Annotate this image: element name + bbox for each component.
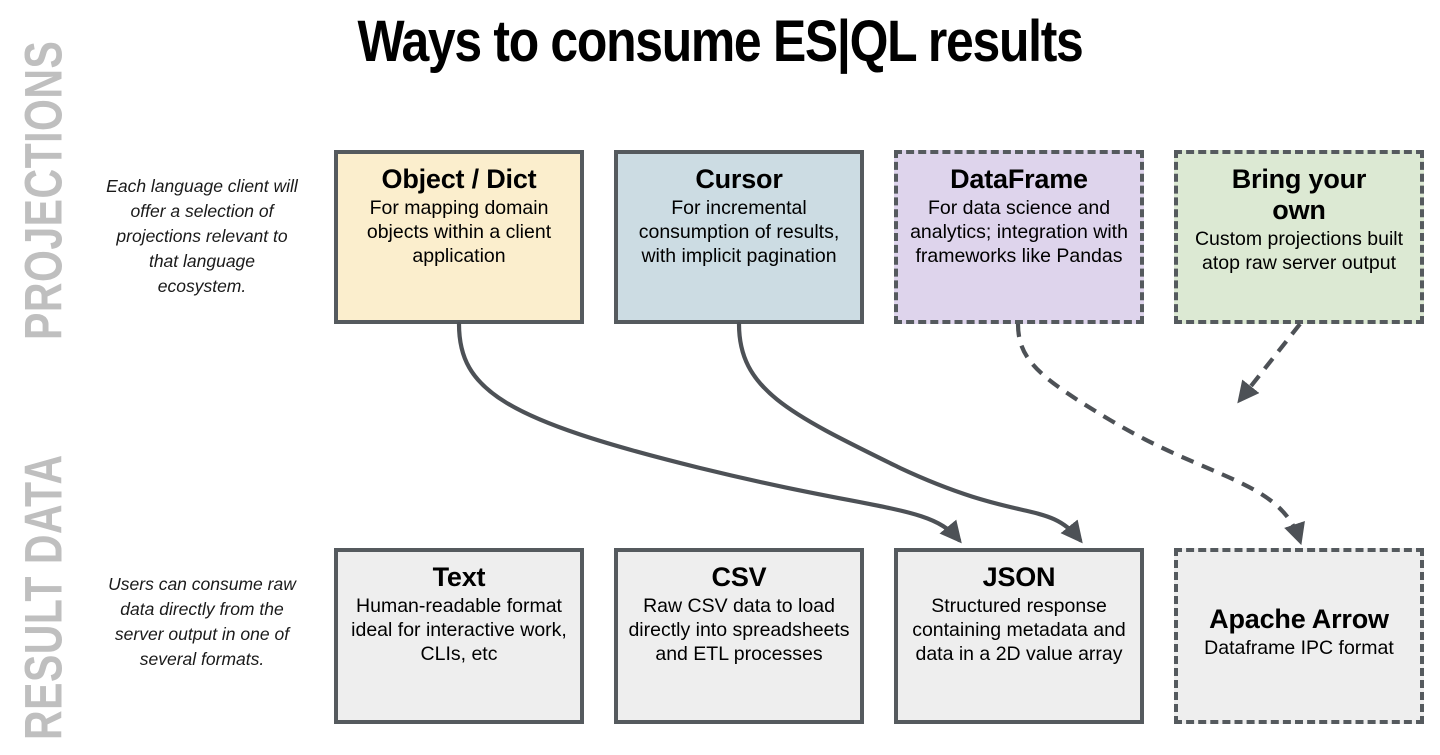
connector-dataframe-to-apache-arrow <box>1015 323 1305 546</box>
node-json-title: JSON <box>982 562 1056 592</box>
connector-cursor-to-json <box>736 321 1083 544</box>
node-text[interactable]: Text Human-readable format ideal for int… <box>334 548 584 724</box>
node-cursor[interactable]: Cursor For incremental consumption of re… <box>614 150 864 324</box>
node-dataframe[interactable]: DataFrame For data science and analytics… <box>894 150 1144 324</box>
node-object-dict-title: Object / Dict <box>381 164 537 194</box>
node-object-dict-description: For mapping domain objects within a clie… <box>366 197 552 267</box>
band-label-projections: PROJECTIONS <box>14 40 73 340</box>
node-text-title: Text <box>432 562 486 592</box>
band-label-result-data: RESULT DATA <box>14 454 73 740</box>
node-csv-description: Raw CSV data to load directly into sprea… <box>628 595 850 665</box>
node-apache-arrow[interactable]: Apache Arrow Dataframe IPC format <box>1174 548 1424 724</box>
node-json-description: Structured response containing metadata … <box>912 595 1126 665</box>
node-csv[interactable]: CSV Raw CSV data to load directly into s… <box>614 548 864 724</box>
page-title: Ways to consume ES|QL results <box>357 9 1084 74</box>
connector-object-dict-to-json <box>456 321 962 544</box>
node-object-dict[interactable]: Object / Dict For mapping domain objects… <box>334 150 584 324</box>
connector-bring-your-own-dangling <box>1237 322 1302 404</box>
node-cursor-title: Cursor <box>695 164 783 194</box>
node-bring-your-own-title: Bring your own <box>1231 164 1367 225</box>
node-csv-title: CSV <box>711 562 767 592</box>
band-description-result-data: Users can consume raw data directly from… <box>108 574 296 669</box>
node-apache-arrow-title: Apache Arrow <box>1209 604 1389 634</box>
node-dataframe-title: DataFrame <box>950 164 1088 194</box>
band-description-projections: Each language client will offer a select… <box>106 176 298 296</box>
node-bring-your-own[interactable]: Bring your own Custom projections built … <box>1174 150 1424 324</box>
node-text-description: Human-readable format ideal for interact… <box>351 595 567 665</box>
node-dataframe-description: For data science and analytics; integrat… <box>910 197 1128 267</box>
node-json[interactable]: JSON Structured response containing meta… <box>894 548 1144 724</box>
node-cursor-description: For incremental consumption of results, … <box>638 197 840 267</box>
node-apache-arrow-description: Dataframe IPC format <box>1204 637 1394 659</box>
node-bring-your-own-description: Custom projections built atop raw server… <box>1194 228 1404 274</box>
